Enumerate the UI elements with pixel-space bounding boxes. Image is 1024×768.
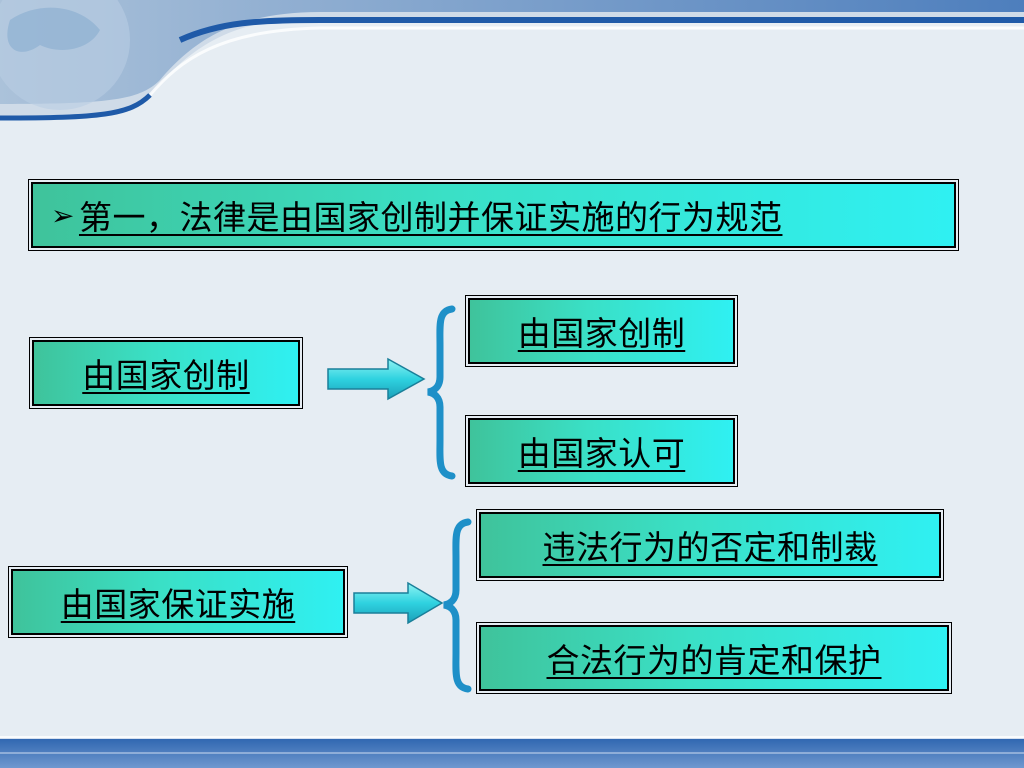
source-label-2: 由国家保证实施	[60, 585, 296, 624]
left-brace-icon	[443, 518, 472, 693]
target-label-2-1: 违法行为的否定和制裁	[542, 528, 878, 567]
right-arrow-icon	[353, 581, 444, 625]
slide-title: 第一，法律是由国家创制并保证实施的行为规范	[78, 198, 783, 237]
arrowhead-bullet-icon: ➢	[51, 198, 75, 232]
target-label-1-2: 由国家认可	[517, 434, 686, 473]
target-label-2-2: 合法行为的肯定和保护	[546, 641, 882, 680]
slide-title-box: ➢ 第一，法律是由国家创制并保证实施的行为规范	[28, 179, 959, 251]
target-box-2-1: 违法行为的否定和制裁	[476, 509, 944, 581]
source-box-1: 由国家创制	[29, 337, 303, 409]
left-brace-icon	[427, 305, 456, 480]
source-label-1: 由国家创制	[82, 356, 250, 395]
right-arrow-icon	[327, 357, 426, 401]
target-label-1-1: 由国家创制	[517, 314, 686, 353]
target-box-1-2: 由国家认可	[465, 415, 738, 487]
target-box-1-1: 由国家创制	[465, 295, 738, 367]
source-box-2: 由国家保证实施	[8, 566, 348, 638]
target-box-2-2: 合法行为的肯定和保护	[476, 622, 952, 694]
